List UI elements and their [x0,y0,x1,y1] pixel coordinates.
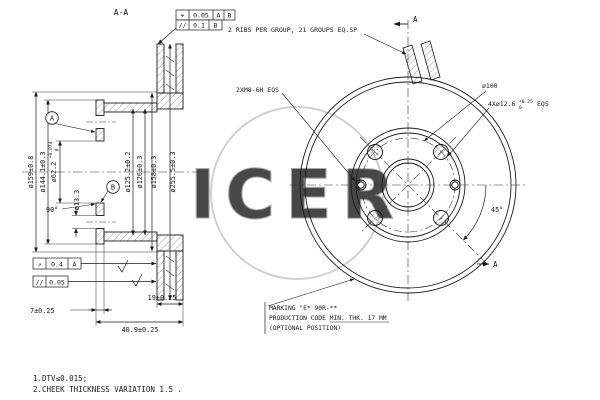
flange-bottom-a [95,202,105,216]
dim-angle90: 90° [46,206,58,214]
hat-wall-top [103,102,158,113]
note-1: 1.DTV≤0.015; [33,374,87,383]
fcf-position: ⌖ 0.05 A B [175,9,236,21]
fcf-parallelism-bottom: // 0.05 [32,275,157,288]
holes-label: 4Xø12.6 [488,100,515,108]
section-label: A-A [114,8,129,17]
bcd-leader [423,90,487,142]
fcf-runout-sym: ↗ [38,261,42,269]
dim-d125: ø125.2±0.2 [124,152,132,193]
dim-7: 7±0.25 [30,307,55,315]
holes-label-sub: 0 [519,105,522,111]
linear-dim-lines [70,302,184,324]
diameter-dim-lines [34,43,172,301]
dim-409: 40.9±0.25 [122,326,159,334]
fcf-position-d2: B [228,12,232,20]
ribs-note: 2 RIBS PER GROUP, 21 GROUPS EQ.SP [228,26,357,34]
dim-d62-sup: +0.074 [48,141,54,158]
fcf-position-sym: ⌖ [181,12,185,20]
fcf-par-top-d1: B [214,22,218,30]
datum-a: A [45,111,96,133]
m8-holes [355,179,461,191]
flange-top-a [95,99,105,116]
front-view [290,20,526,303]
holes-label-sup: +0.25 [519,99,533,105]
fcf-par-top-val: 0.1 [193,22,205,30]
dim-19: 19±0.25 [148,294,177,302]
marking-line1: MARKING "E* 90R-** [269,305,337,312]
outboard-cheek-top [175,43,184,94]
section-arrow-bottom-label: A [493,260,498,269]
datum-b-label: B [111,184,115,192]
dim-d126: ø126±0.3 [136,156,144,189]
section-cut-marks [393,21,490,267]
bolt-hole [367,210,383,226]
hat-wall-bottom [103,231,158,242]
bolt-hole [433,144,449,160]
fcf-position-val: 0.05 [193,12,209,20]
inboard-cheek-bottom [156,250,165,301]
dim-d255: ø255.5±0.3 [169,152,177,193]
holes-leader [447,107,490,157]
datum-a-label: A [50,115,55,123]
dim-d159: ø159±0.8 [27,156,35,189]
bolt-hole [367,144,383,160]
angle45-label: 45° [491,206,503,214]
section-arrow-top-label: A [413,15,418,24]
marking-note: MARKING "E* 90R-** PRODUCTION CODE MIN. … [264,278,389,334]
watermark-text: ICER [190,156,404,235]
roughness-icon [131,273,143,287]
angle90-leader [61,202,96,210]
dim-d158: ø158±0.3 [150,156,158,189]
note-2: 2.CHEEK THICKNESS VARIATION 1.5 . [33,385,182,394]
fcf-runout-val: 0.4 [51,261,63,269]
dim-d144: ø144.1±0.3 [39,152,47,193]
watermark-logo: ICER [189,106,404,280]
front-annotations: A A 2 RIBS PER GROUP, 21 GROUPS EQ.SP 2X… [228,15,549,334]
m8-note: 2XM8-6H EQS [236,86,279,94]
rib-detail [402,40,441,85]
angle45-arc [462,184,487,241]
section-dimensions: ø159±0.8 ø144.1±0.3 ø62.2 +0.074 0 ø125.… [27,43,184,334]
inboard-cheek-top [156,43,165,94]
datum-b: B [100,180,120,203]
marking-line2: PRODUCTION CODE MIN. THK. 17 MM [269,315,387,322]
m8-leader [281,92,356,182]
flange-top-b [95,128,105,142]
dim-d62: ø62.2 [50,162,58,182]
bolt-hole [433,210,449,226]
section-view [22,43,205,301]
dim-d13: ø13.3 [73,190,81,210]
fcf-runout: ↗ 0.4 A [32,257,157,270]
general-notes: 1.DTV≤0.015; 2.CHEEK THICKNESS VARIATION… [33,374,182,394]
fcf-runout-d1: A [73,261,77,269]
bcd-label: ø100 [482,82,498,90]
holes-label-tail: EQS [537,100,549,108]
ribs-leader [363,33,407,55]
flange-bottom-b [95,228,105,245]
outboard-cheek-bottom [175,250,184,301]
fcf-par-top-sym: // [179,22,187,30]
marking-line3: (OPTIONAL POSITION) [269,325,341,332]
fcf-par-bot-sym: // [36,279,44,287]
fcf-position-d1: A [217,12,221,20]
fcf-parallelism-top: // 0.1 B [157,19,223,45]
fcf-par-bot-val: 0.05 [49,279,65,287]
dim-d62-sub: 0 [55,148,61,151]
roughness-icon [117,259,129,273]
